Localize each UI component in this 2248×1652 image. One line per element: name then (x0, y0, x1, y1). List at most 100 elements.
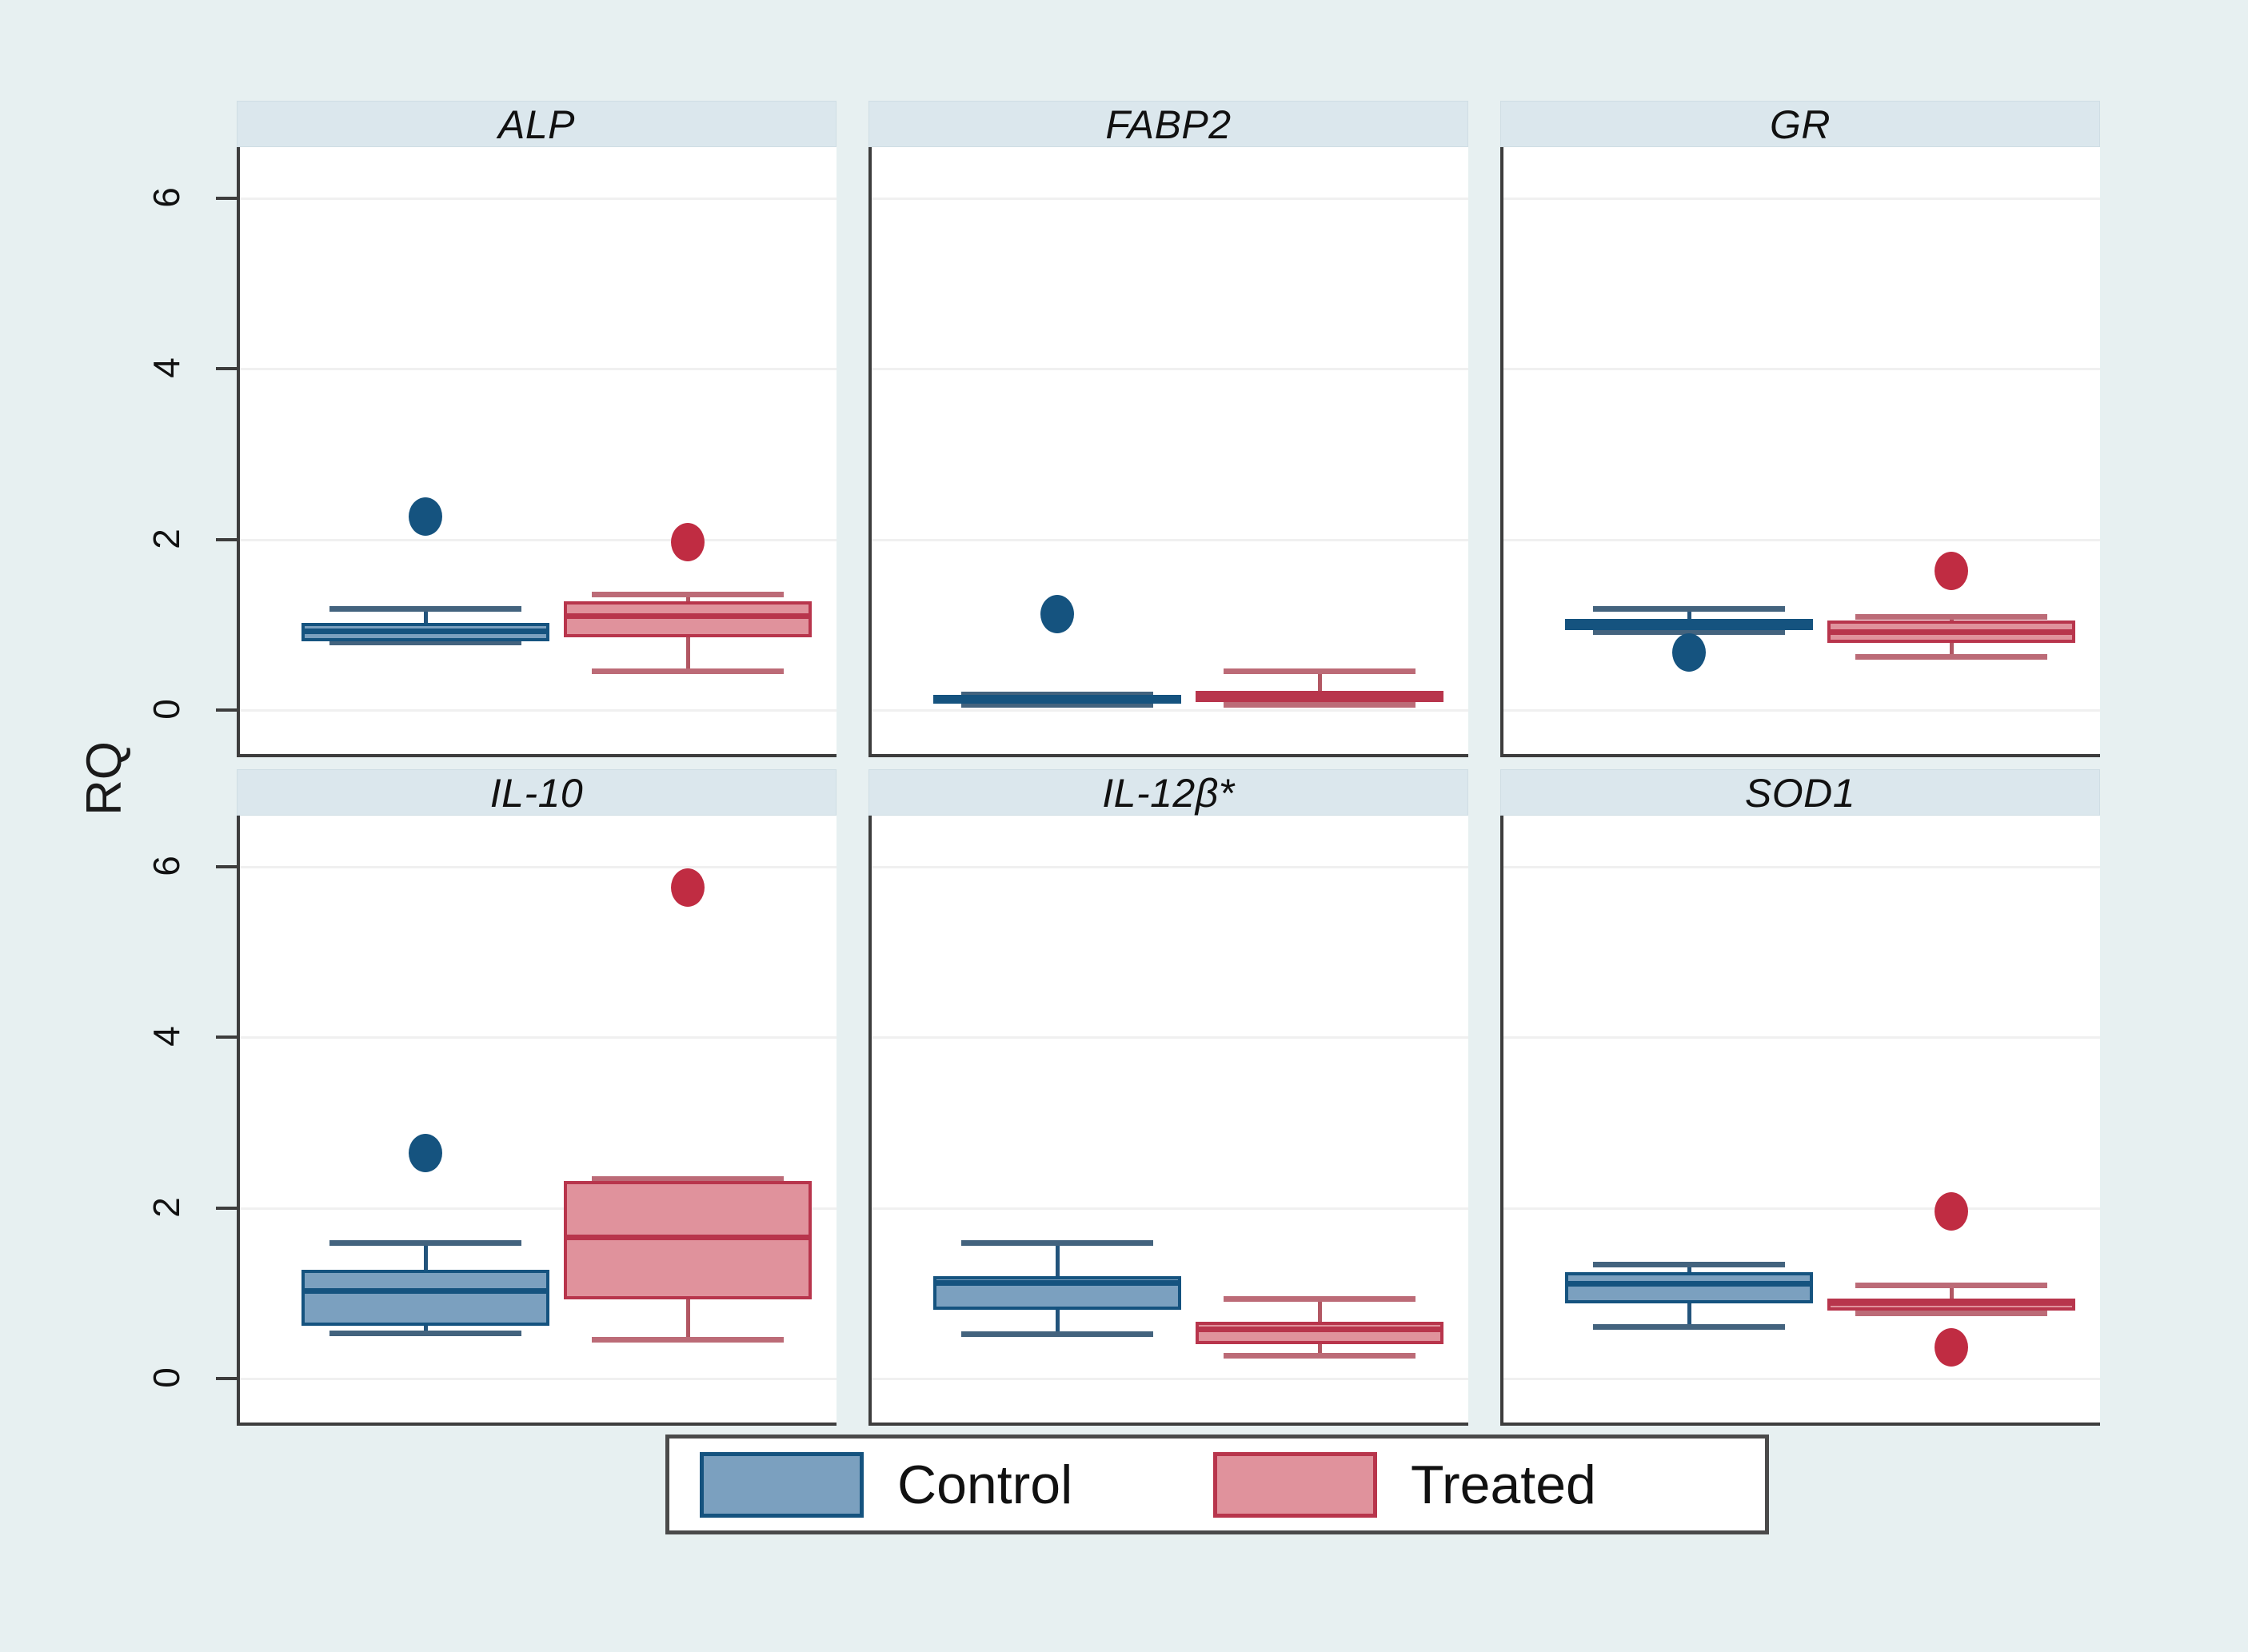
y-axis-label: RQ (77, 741, 132, 816)
plot-area (868, 147, 1468, 757)
y-axis-tick-label: 4 (146, 357, 187, 379)
median-line (564, 1235, 812, 1241)
panel-title-strip: IL-10 (237, 769, 837, 816)
median-line (933, 1279, 1181, 1286)
panel-il12: IL-12β* (868, 769, 1468, 1426)
panel-title-strip: GR (1500, 101, 2100, 147)
whisker-cap-upper (329, 1239, 521, 1246)
median-line (1827, 1300, 2075, 1307)
box (301, 1269, 549, 1327)
panel-title-strip: FABP2 (868, 101, 1468, 147)
panel-title: IL-12β* (1102, 771, 1235, 816)
panel-title-strip: SOD1 (1500, 769, 2100, 816)
whisker-cap-lower (1855, 1311, 2047, 1317)
legend-label: Treated (1411, 1454, 1596, 1515)
whisker-cap-upper (961, 1239, 1153, 1246)
whisker-cap-upper (1224, 1295, 1415, 1302)
whisker-lower (1056, 1309, 1060, 1334)
outlier-point (1935, 552, 1968, 591)
whisker-upper (1687, 609, 1691, 620)
y-axis-tick-label: 2 (146, 1197, 187, 1218)
panel-gr: GR (1500, 101, 2100, 757)
median-line (1565, 621, 1813, 628)
gridline (240, 538, 837, 541)
box (564, 601, 812, 637)
y-axis-tick-label: 6 (146, 187, 187, 208)
y-axis-tick (216, 537, 237, 541)
gridline (1503, 1036, 2100, 1039)
y-axis-tick-label: 2 (146, 529, 187, 549)
gridline (240, 198, 837, 201)
outlier-point (1040, 594, 1074, 633)
gridline (872, 198, 1468, 201)
legend-item-treated[interactable]: Treated (1213, 1451, 1596, 1518)
whisker-cap-lower (1224, 1353, 1415, 1359)
panel-title: FABP2 (1105, 102, 1232, 147)
plot-area (868, 816, 1468, 1426)
gridline (1503, 198, 2100, 201)
median-line (1827, 629, 2075, 636)
whisker-cap-lower (592, 1337, 784, 1343)
gridline (240, 709, 837, 712)
gridline (240, 1207, 837, 1210)
whisker-lower (1950, 643, 1954, 657)
whisker-cap-upper (1855, 1282, 2047, 1288)
whisker-cap-upper (961, 692, 1153, 698)
gridline (872, 1036, 1468, 1039)
whisker-upper (686, 594, 690, 601)
panel-title: SOD1 (1744, 771, 1856, 816)
whisker-upper (424, 609, 428, 624)
y-axis-tick (216, 708, 237, 712)
outlier-point (671, 868, 705, 907)
legend-item-control[interactable]: Control (700, 1451, 1073, 1518)
whisker-cap-lower (1224, 701, 1415, 708)
median-line (1565, 1280, 1813, 1287)
whisker-cap-lower (961, 1331, 1153, 1337)
outlier-point (409, 497, 442, 536)
panel-sod1: SOD1 (1500, 769, 2100, 1426)
panel-fabp2: FABP2 (868, 101, 1468, 757)
y-axis-tick (216, 1035, 237, 1039)
whisker-lower (424, 1326, 428, 1333)
y-axis-tick (216, 1206, 237, 1210)
whisker-lower (686, 636, 690, 672)
legend-label: Control (897, 1454, 1073, 1515)
median-line (301, 628, 549, 635)
whisker-upper (1056, 1242, 1060, 1277)
y-axis-tick (216, 197, 237, 201)
median-line (564, 613, 812, 619)
gridline (1503, 866, 2100, 869)
y-axis-tick (216, 1377, 237, 1381)
whisker-cap-lower (329, 639, 521, 645)
outlier-point (1935, 1192, 1968, 1231)
whisker-cap-lower (592, 668, 784, 675)
panel-title: ALP (497, 102, 575, 147)
whisker-cap-lower (961, 701, 1153, 708)
gridline (872, 866, 1468, 869)
gridline (1503, 368, 2100, 371)
whisker-cap-upper (592, 592, 784, 598)
whisker-cap-upper (1593, 1262, 1785, 1268)
plot-area (1500, 147, 2100, 757)
whisker-lower (1318, 1343, 1322, 1356)
gridline (872, 538, 1468, 541)
panel-title: GR (1770, 102, 1831, 147)
panel-title: IL-10 (489, 771, 584, 816)
y-axis-tick-label: 6 (146, 856, 187, 876)
gridline (1503, 709, 2100, 712)
gridline (872, 1378, 1468, 1381)
whisker-cap-upper (1593, 606, 1785, 613)
plot-area (237, 147, 837, 757)
box (1196, 1321, 1443, 1344)
outlier-point (1672, 632, 1706, 672)
whisker-cap-upper (329, 606, 521, 613)
gridline (240, 368, 837, 371)
whisker-upper (1318, 671, 1322, 691)
box (1565, 1271, 1813, 1304)
whisker-lower (1687, 1303, 1691, 1327)
plot-area (237, 816, 837, 1426)
whisker-cap-upper (1224, 668, 1415, 675)
